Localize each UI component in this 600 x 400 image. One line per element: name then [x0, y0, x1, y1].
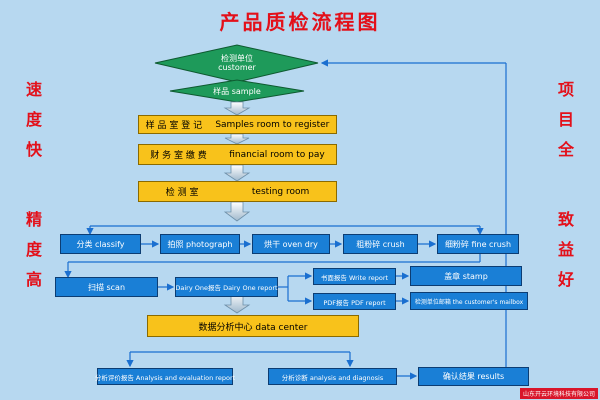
page-title: 产品质检流程图	[219, 10, 381, 34]
slogan-right-top: 项 目 全	[556, 75, 576, 165]
sample-diamond	[169, 79, 305, 103]
slogan-right-bottom: 致 益 好	[556, 205, 576, 295]
slogan-char: 致	[557, 210, 574, 229]
slogan-char: 度	[25, 110, 42, 129]
arrow-testing-row	[223, 201, 251, 222]
testing-cn: 检 测 室	[165, 188, 199, 198]
arrow-sample-register	[223, 101, 251, 116]
customer-label-cn: 检测单位	[221, 54, 253, 63]
slogan-left-bottom: 精 度 高	[24, 205, 44, 295]
finance-en: financial room to pay	[229, 149, 325, 160]
analysis-report-box: 分析评价报告 Analysis and evaluation report	[95, 368, 235, 385]
slogan-left-top: 速 度 快	[24, 75, 44, 165]
photograph-box: 拍照 photograph	[160, 234, 240, 254]
write-report-box: 书面报告 Write report	[313, 268, 396, 285]
diagnosis-box: 分析诊断 analysis and diagnosis	[268, 368, 397, 385]
fine-crush-box: 细粉碎 fine crush	[437, 234, 519, 254]
slogan-char: 速	[25, 80, 42, 99]
sample-label: 样品 sample	[213, 87, 261, 96]
finance-box: 财 务 室 缴 费 financial room to pay	[138, 144, 337, 165]
slogan-char: 全	[557, 140, 574, 159]
customer-label-en: customer	[218, 63, 256, 72]
slogan-char: 高	[25, 270, 42, 289]
slogan-char: 益	[557, 240, 574, 259]
oven-dry-box: 烘干 oven dry	[252, 234, 330, 254]
slogan-char: 好	[557, 270, 574, 289]
finance-cn: 财 务 室 缴 费	[150, 151, 207, 161]
scan-box: 扫描 scan	[55, 277, 158, 297]
register-en: Samples room to register	[215, 119, 330, 130]
slogan-char: 项	[557, 80, 574, 99]
testing-box: 检 测 室 testing room	[138, 181, 337, 202]
mailbox-box: 检测单位邮箱 the customer's mailbox	[410, 292, 528, 310]
slogan-char: 度	[25, 240, 42, 259]
slogan-char: 目	[557, 110, 574, 129]
classify-box: 分类 classify	[60, 234, 141, 254]
crush-box: 粗粉碎 crush	[343, 234, 418, 254]
arrow-finance-testing	[223, 164, 251, 182]
register-cn: 样 品 室 登 记	[145, 121, 203, 131]
testing-en: testing room	[251, 186, 310, 197]
results-box: 确认结果 results	[418, 367, 529, 386]
slogan-char: 快	[25, 140, 42, 159]
customer-diamond	[154, 44, 319, 83]
slogan-char: 精	[25, 210, 42, 229]
pdf-report-box: PDF报告 PDF report	[313, 293, 396, 310]
register-box: 样 品 室 登 记 Samples room to register	[138, 115, 337, 134]
company-footer: 山东开云环境科技有限公司	[519, 388, 598, 399]
dairy-one-box: Dairy One报告 Dairy One report	[175, 277, 278, 297]
data-center-box: 数据分析中心 data center	[147, 315, 359, 337]
arrow-register-finance	[224, 133, 250, 145]
customer-label: 检测单位 customer	[197, 54, 277, 72]
stamp-box: 盖章 stamp	[410, 266, 522, 286]
